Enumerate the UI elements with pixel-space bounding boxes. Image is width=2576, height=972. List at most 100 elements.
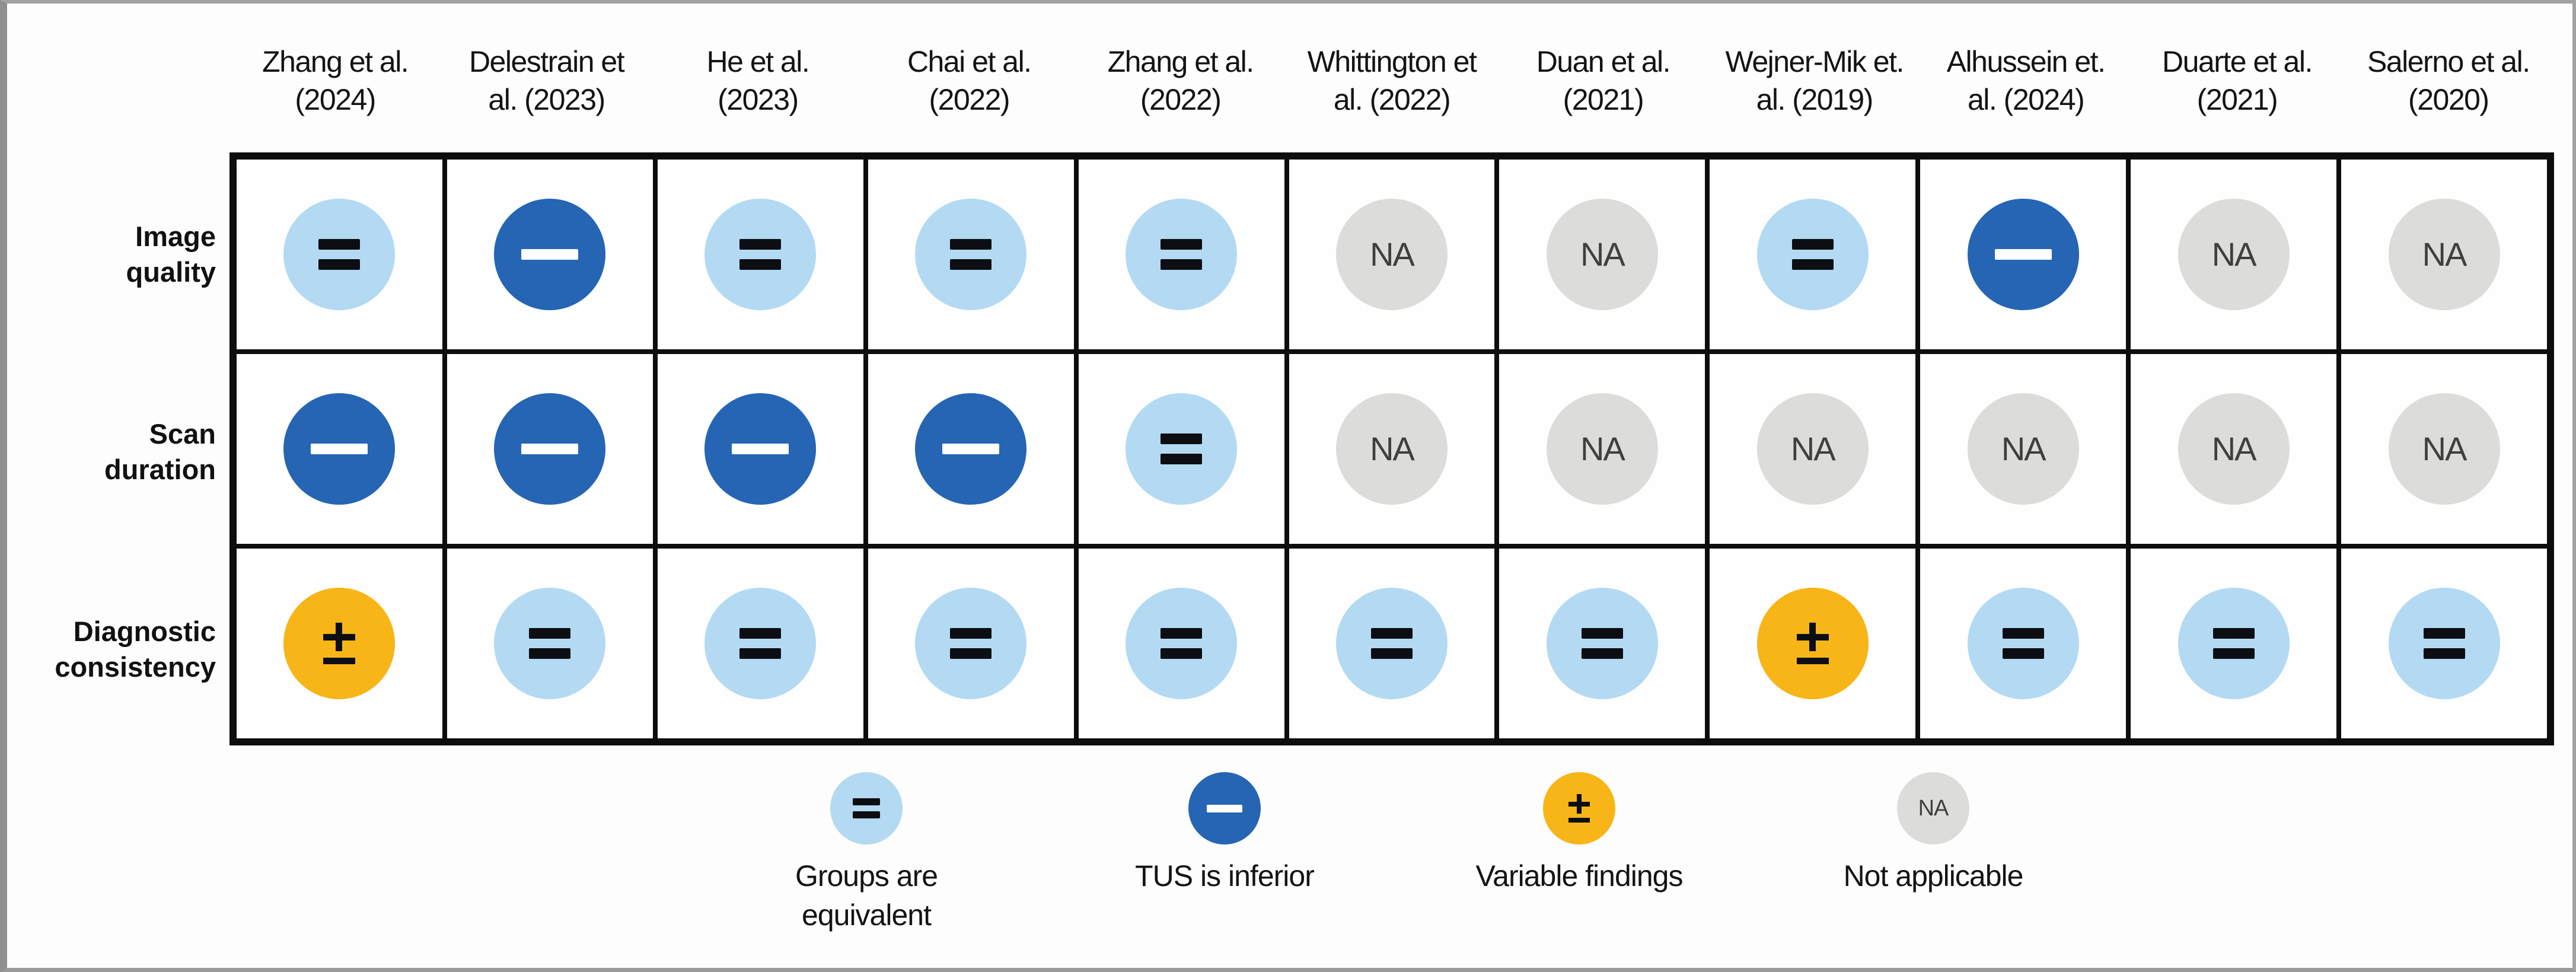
equals-bar [739,628,782,639]
column-header: Chai et al.(2022) [863,43,1075,119]
matrix-cell [655,157,866,352]
equals-icon [2423,628,2465,659]
row-label-line: consistency [55,651,216,683]
row-label-line: Diagnostic [73,616,216,647]
legend-label: Variable findings [1475,856,1684,895]
matrix-cell [444,157,655,352]
row-label-line: Scan [149,418,216,450]
equals-circle-icon [1756,199,1869,310]
equals-circle-icon [1126,393,1238,505]
matrix-cell: NA [1918,352,2129,546]
column-header: Alhussein et.al. (2024) [1920,43,2131,119]
equals-bar [950,239,992,250]
equals-bar [2423,648,2465,659]
column-header-line: (2021) [1563,83,1644,116]
legend-label-line: Variable findings [1475,859,1684,893]
equals-bar [1581,648,1623,659]
column-header-line: Zhang et al. [262,45,409,78]
equals-bar [950,259,992,270]
matrix-cell [2339,546,2549,741]
na-label: NA [2422,235,2467,273]
equals-circle-icon [2178,588,2290,699]
equals-icon [739,239,782,270]
na-circle-icon: NA [1756,393,1869,505]
na-circle-icon: NA [2388,199,2500,310]
equals-icon [1161,239,1203,270]
equals-circle-icon [704,199,817,310]
column-header-line: Duan et al. [1536,45,1671,78]
matrix-cell [1076,546,1287,741]
legend-label-line: Not applicable [1843,859,2024,893]
equals-circle-icon [1126,199,1238,310]
plus-minus-stroke [1568,802,1590,807]
legend-item: TUS is inferior [1041,772,1408,895]
minus-icon [732,444,789,454]
minus-circle-icon [1967,199,2079,310]
equals-bar [1791,259,1834,270]
matrix-cell: NA [2128,157,2339,352]
matrix-cell [1707,157,1918,352]
column-header-line: Delestrain et [468,45,625,78]
equals-bar [950,628,992,639]
minus-circle-icon [494,199,606,310]
minus-circle-icon [915,393,1027,505]
equals-bar [853,798,880,805]
matrix-cell [865,546,1076,741]
na-circle-icon: NA [1335,199,1448,310]
na-label: NA [1370,235,1415,273]
minus-icon [311,444,368,454]
equals-circle-icon [2388,588,2500,699]
legend-label: Not applicable [1843,856,2024,895]
plus-minus-circle-icon [283,588,396,699]
na-label: NA [2422,430,2467,467]
column-header-line: (2021) [2196,83,2278,116]
equals-icon [950,628,992,659]
legend-label: TUS is inferior [1135,856,1315,895]
plus-minus-stroke [323,634,356,640]
equals-bar [318,259,361,270]
equals-circle-icon [915,199,1027,310]
column-header: Duan et al. (2021) [1497,43,1708,119]
matrix-cell [1076,157,1287,352]
matrix-cell: NA [1497,157,1708,352]
matrix-cell [1286,546,1497,741]
equals-circle-icon [915,588,1027,699]
column-header: Salerno et al.(2020) [2343,43,2554,119]
matrix-cell [655,352,866,546]
na-label: NA [2001,430,2046,467]
minus-circle-icon [1188,772,1261,844]
equals-bar [529,648,571,659]
equals-circle-icon [494,588,606,699]
na-circle-icon: NA [2388,393,2500,505]
equals-bar [1161,648,1203,659]
matrix-cell [865,157,1076,352]
equals-bar [853,811,880,818]
equals-icon [1581,628,1623,659]
column-header: He et al.(2023) [652,43,863,119]
equals-bar [950,648,992,659]
column-header-line: He et al. [706,45,810,78]
equals-icon [853,798,880,818]
matrix-cell [234,352,445,546]
na-circle-icon: NA [1967,393,2079,505]
equals-bar [739,259,782,270]
matrix-cell [1076,352,1287,546]
plus-minus-circle-icon [1756,588,1869,699]
na-label: NA [1790,430,1836,467]
column-header-line: (2022) [929,83,1010,116]
equals-bar [318,239,361,250]
column-header-line: Alhussein et. [1946,45,2106,78]
equals-icon [318,239,361,270]
equals-circle-icon [283,199,396,310]
column-header-line: al. (2023) [488,83,605,116]
column-header-line: al. (2022) [1333,83,1451,116]
matrix-cell: NA [2339,157,2549,352]
matrix-cell [444,352,655,546]
equals-bar [2212,628,2255,639]
minus-icon [1207,804,1242,812]
equals-icon [2212,628,2255,659]
matrix-cell [1497,546,1708,741]
